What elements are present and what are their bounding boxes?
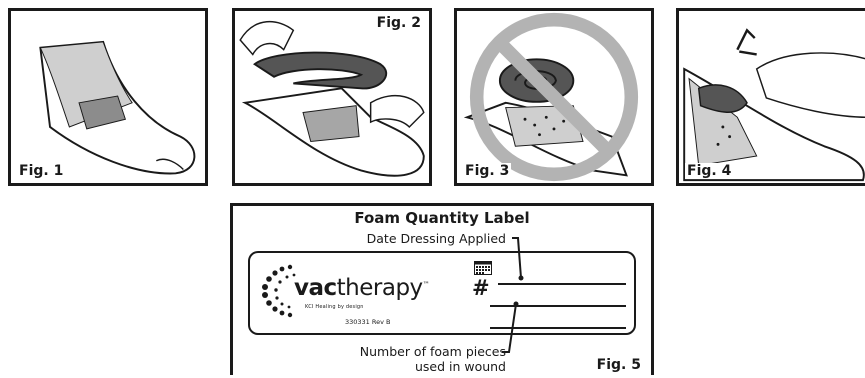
figure-5-label: Fig. 5 xyxy=(597,357,641,373)
figure-1-label: Fig. 1 xyxy=(17,163,65,179)
foam-placement-illustration xyxy=(235,11,429,183)
foam-trimming-illustration xyxy=(679,11,865,183)
drape-on-limb-illustration xyxy=(11,11,205,183)
figure-4-label: Fig. 4 xyxy=(685,163,733,179)
foam-count-caption: Number of foam pieces used in wound xyxy=(360,344,506,374)
figure-2-label: Fig. 2 xyxy=(375,15,423,31)
figure-3-panel: Fig. 3 xyxy=(454,8,654,186)
figure-5-panel: Foam Quantity Label Date Dressing Applie… xyxy=(230,203,654,375)
figure-4-panel: Fig. 4 xyxy=(676,8,865,186)
prohibited-foam-roll-illustration xyxy=(457,11,651,183)
figure-1-panel: Fig. 1 xyxy=(8,8,208,186)
figure-3-label: Fig. 3 xyxy=(463,163,511,179)
figure-2-panel: Fig. 2 xyxy=(232,8,432,186)
